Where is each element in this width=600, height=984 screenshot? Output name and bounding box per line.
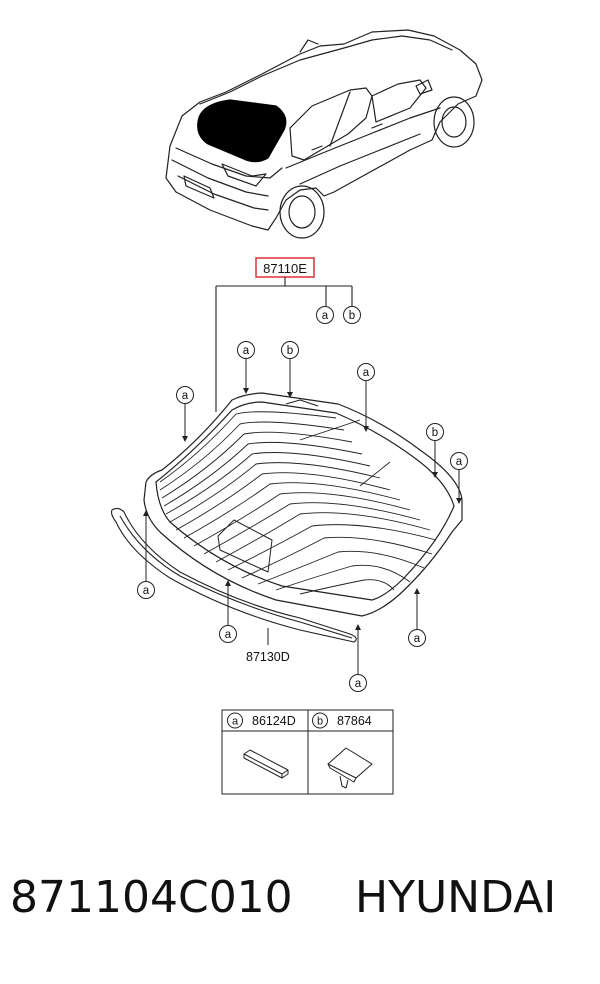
legend-a: a 86124D bbox=[227, 712, 296, 779]
molding-strip bbox=[110, 507, 357, 643]
svg-text:a: a bbox=[225, 629, 232, 641]
main-part-leader bbox=[215, 277, 353, 412]
callout-a-1: a bbox=[237, 341, 255, 359]
callout-a-top: a bbox=[316, 306, 334, 324]
fastener-87864-icon bbox=[327, 747, 373, 789]
svg-text:b: b bbox=[349, 310, 355, 322]
main-part-label: 87110E bbox=[263, 261, 307, 276]
clip-86124d-icon bbox=[243, 749, 289, 779]
svg-text:a: a bbox=[322, 310, 329, 322]
molding-label: 87130D bbox=[246, 650, 290, 664]
svg-text:a: a bbox=[243, 345, 250, 357]
rear-glass bbox=[143, 392, 463, 617]
callout-a-4: a bbox=[450, 452, 468, 470]
svg-text:a: a bbox=[232, 716, 239, 728]
callout-a-8: a bbox=[349, 674, 367, 692]
svg-text:b: b bbox=[287, 345, 293, 357]
main-part-callout: 87110E bbox=[215, 257, 353, 412]
callout-b-top: b bbox=[343, 306, 361, 324]
svg-text:a: a bbox=[182, 390, 189, 402]
svg-text:a: a bbox=[414, 633, 421, 645]
callout-a-6: a bbox=[219, 625, 237, 643]
svg-text:a: a bbox=[143, 585, 150, 597]
part-number: 871104C010 bbox=[10, 872, 293, 923]
callout-circles: a b a b a a b a bbox=[137, 306, 468, 692]
callout-a-3: a bbox=[176, 386, 194, 404]
svg-text:a: a bbox=[363, 367, 370, 379]
callout-a-2: a bbox=[357, 363, 375, 381]
brand-name: HYUNDAI bbox=[355, 872, 557, 923]
callout-a-5: a bbox=[137, 581, 155, 599]
svg-text:a: a bbox=[355, 678, 362, 690]
parts-diagram: 87110E bbox=[110, 29, 483, 795]
footer: 871104C010 HYUNDAI bbox=[0, 872, 600, 952]
legend-a-part: 86124D bbox=[252, 714, 296, 728]
car-illustration bbox=[165, 29, 483, 239]
callout-b-2: b bbox=[426, 423, 444, 441]
callout-leaders bbox=[145, 359, 460, 674]
legend-b: b 87864 bbox=[312, 712, 373, 789]
legend-b-part: 87864 bbox=[337, 714, 372, 728]
callout-arrowheads bbox=[143, 388, 462, 630]
callout-b-1: b bbox=[281, 341, 299, 359]
svg-text:b: b bbox=[317, 716, 323, 728]
defroster-lines bbox=[159, 411, 437, 595]
callout-a-7: a bbox=[408, 629, 426, 647]
svg-text:a: a bbox=[456, 456, 463, 468]
legend-table: a 86124D b 87864 bbox=[221, 709, 394, 795]
svg-text:b: b bbox=[432, 427, 438, 439]
